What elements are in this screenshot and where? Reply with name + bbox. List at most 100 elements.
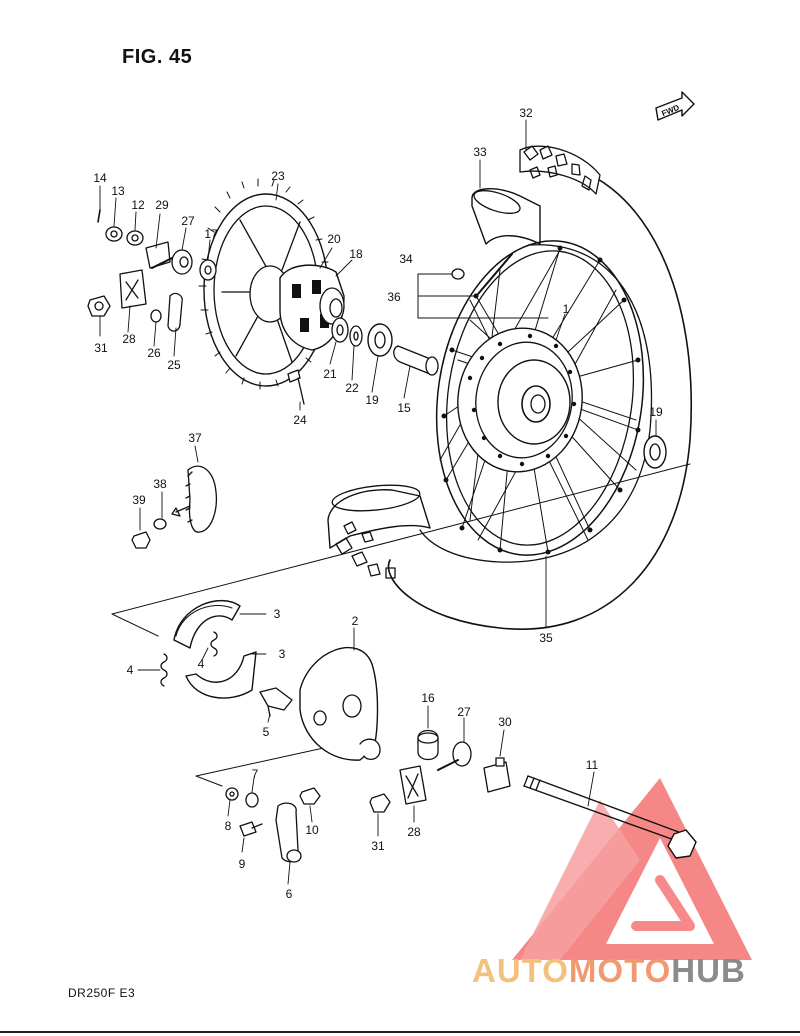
rim-inner: [445, 250, 635, 546]
chain-plate-25: [167, 292, 183, 332]
callout-3-top: 3: [274, 607, 281, 621]
brake-arm-6: [275, 802, 299, 863]
figure-title: FIG. 45: [122, 46, 193, 68]
hub-body: [497, 359, 571, 445]
washer-7: [245, 792, 259, 808]
callout-27-bottom: 27: [457, 705, 471, 719]
callout-labels: 14 13 12 29 27 17 23 20 18 31 28 26 25 2…: [93, 106, 663, 901]
collar-27-bottom: [452, 741, 472, 767]
callout-18: 18: [349, 247, 363, 261]
collar-27-top: [171, 249, 193, 275]
wheel: [435, 240, 667, 556]
callout-31: 31: [94, 341, 108, 355]
brake-panel: [259, 646, 381, 761]
callout-25: 25: [167, 358, 181, 372]
callout-32: 32: [519, 106, 533, 120]
spoke-nipples: [441, 245, 641, 555]
callout-37: 37: [188, 431, 202, 445]
guide-line: [111, 463, 691, 615]
hub-bore-inner: [530, 394, 546, 414]
watermark-part-hub: HUB: [671, 952, 746, 989]
model-code: DR250F E3: [68, 986, 136, 1000]
callout-21: 21: [323, 367, 337, 381]
watermark-logo-left: [520, 800, 640, 960]
bearing-17: [199, 259, 217, 281]
tire-cut-section-top: [471, 188, 541, 245]
callout-29: 29: [155, 198, 169, 212]
nut-31-top: [87, 295, 111, 317]
axle-bearings: [331, 317, 439, 376]
callout-5: 5: [263, 725, 270, 739]
callout-7: 7: [252, 767, 259, 781]
callout-31-bottom: 31: [371, 839, 385, 853]
callout-4-right: 4: [198, 657, 205, 671]
callout-34: 34: [399, 252, 413, 266]
tire-tread-blocks: [523, 145, 592, 191]
washer-26: [150, 309, 162, 323]
callout-36: 36: [387, 290, 401, 304]
tire-cut-ellipse-top: [473, 190, 521, 214]
washer-8: [225, 787, 239, 801]
tire-cut-ellipse-bottom: [331, 484, 421, 512]
callout-8: 8: [225, 819, 232, 833]
hub-flange-inner: [475, 341, 573, 459]
cam-5: [259, 687, 293, 711]
cotter-pin-14: [97, 209, 101, 223]
tire: [327, 145, 692, 630]
hub-bore: [521, 385, 551, 423]
rim-outer: [435, 240, 645, 556]
callout-38: 38: [153, 477, 167, 491]
callout-26: 26: [147, 346, 161, 360]
callout-10: 10: [305, 823, 319, 837]
callout-11: 11: [586, 758, 599, 772]
callout-27: 27: [181, 214, 195, 228]
guide-line: [111, 613, 159, 637]
callout-28: 28: [122, 332, 136, 346]
brake-shoe-top: [173, 599, 241, 649]
watermark-part-moto: MOTO: [568, 952, 672, 989]
nut-31-bottom: [369, 793, 391, 813]
watermark-text: AUTOMOTOHUB: [472, 952, 746, 990]
nut-13: [105, 226, 123, 242]
spring-4-right: [210, 631, 218, 657]
tire-tread-top: [519, 145, 601, 195]
watermark-logo-g: [631, 875, 695, 931]
callout-19-right: 19: [649, 405, 663, 419]
chain-guard-parts: [131, 465, 218, 549]
hub-holes: [467, 333, 577, 467]
callout-2: 2: [352, 614, 359, 628]
callout-15: 15: [397, 401, 411, 415]
bolt-38: [171, 505, 191, 517]
callout-4-left: 4: [127, 663, 134, 677]
bolt-24: [287, 369, 305, 405]
leader-lines: [99, 119, 657, 885]
tire-tread-bottom: [335, 521, 396, 579]
callout-33: 33: [473, 145, 487, 159]
callout-19: 19: [365, 393, 379, 407]
nut-10: [299, 787, 321, 805]
callout-28-bottom: 28: [407, 825, 421, 839]
washer-22: [349, 325, 363, 347]
tire-outer-contour: [387, 159, 692, 630]
callout-6: 6: [286, 887, 293, 901]
callout-24: 24: [293, 413, 307, 427]
bearing-right: [643, 435, 667, 469]
callout-13: 13: [111, 184, 125, 198]
washer-38: [153, 518, 167, 530]
axle-shaft: [523, 775, 685, 843]
hub-carrier: [279, 264, 345, 351]
callout-1: 1: [563, 302, 570, 316]
chain-guard-37: [187, 465, 218, 533]
bottom-border: [0, 1031, 800, 1033]
callout-35: 35: [539, 631, 553, 645]
watermark-logo: [512, 778, 752, 960]
callout-30: 30: [498, 715, 512, 729]
callout-39: 39: [132, 493, 146, 507]
lower-small-parts: [225, 729, 511, 863]
callout-14: 14: [93, 171, 107, 185]
valve-cap: [451, 268, 465, 280]
brake-panel-body: [299, 646, 379, 761]
callout-20: 20: [327, 232, 341, 246]
spring-4-left: [160, 653, 168, 687]
callout-16: 16: [421, 691, 435, 705]
